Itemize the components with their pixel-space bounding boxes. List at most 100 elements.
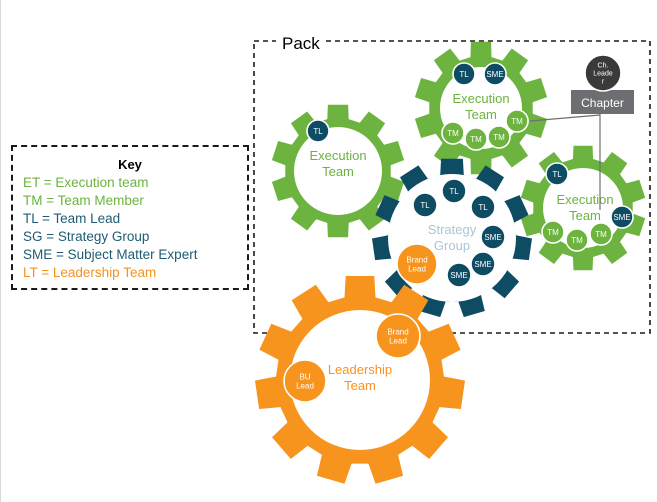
member-sme-label: SME (450, 271, 467, 280)
member-tm: TM (505, 109, 529, 133)
member-sme-circle (470, 251, 496, 277)
member-tl-circle (306, 119, 330, 143)
member-tm-label: TM (571, 236, 583, 245)
member-tl-label: TL (552, 170, 562, 179)
member-tl-label: TL (313, 127, 323, 136)
key-legend: Key ET = Execution team TM = Team Member… (11, 145, 249, 290)
member-tm-circle (505, 109, 529, 133)
member-tl-label-line: TL (313, 127, 323, 136)
member-tl-label: TL (449, 187, 459, 196)
member-tm-circle (464, 127, 488, 151)
member-tl: TL (441, 178, 467, 204)
execution-team-left-label-line: Execution (309, 148, 366, 163)
member-tm-circle (565, 228, 589, 252)
member-tm-label-line: TM (447, 129, 459, 138)
execution-team-top-label-line: Execution (452, 91, 509, 106)
brand-lead-badge-circle (396, 243, 438, 285)
member-tl-label: TL (478, 203, 488, 212)
key-entry-sg: SG = Strategy Group (23, 229, 150, 244)
member-sme-label-line: SME (486, 70, 503, 79)
member-tl-label: TL (420, 201, 430, 210)
brand-lead-badge-label-line: Lead (389, 336, 407, 345)
member-tm: TM (589, 222, 613, 246)
member-sme: SME (446, 262, 472, 288)
key-entry-tl: TL = Team Lead (23, 211, 121, 226)
bu-lead-badge-label-line: BU (299, 372, 310, 381)
member-tm-label-line: TM (571, 236, 583, 245)
chapter-leader-badge-label-line: r (602, 78, 605, 85)
key-entry-et: ET = Execution team (23, 175, 149, 190)
member-tm-circle (541, 220, 565, 244)
member-sme-circle (480, 224, 506, 250)
execution-team-right-label-line: Execution (556, 192, 613, 207)
execution-team-top-label-line: Team (465, 107, 497, 122)
left-edge-line (0, 0, 1, 502)
member-tm-label: TM (470, 135, 482, 144)
brand-lead-badge-label-line: Brand (387, 327, 408, 336)
member-sme-label-line: SME (450, 271, 467, 280)
member-tl-label-line: TL (478, 203, 488, 212)
member-tl-label-line: TL (459, 70, 469, 79)
chapter-box-bg (571, 90, 634, 114)
chapter-leader-badge-circle (584, 54, 622, 92)
strategy-group-label-line: Strategy (428, 222, 477, 237)
pack-label: Pack (276, 34, 326, 54)
chapter-leader-badge-label-line: Ch. (598, 62, 609, 69)
chapter-label: Chapter (581, 96, 624, 110)
chapter-connector (529, 114, 601, 122)
member-tm: TM (565, 228, 589, 252)
execution-team-left-gear-center (294, 127, 382, 215)
member-sme: SME (483, 62, 507, 86)
member-tm-label-line: TM (547, 228, 559, 237)
member-tl-label: TL (459, 70, 469, 79)
member-sme-label-line: SME (474, 260, 491, 269)
member-tl-circle (470, 194, 496, 220)
member-tm-circle (487, 125, 511, 149)
member-tm-label: TM (493, 133, 505, 142)
member-tl-label-line: TL (449, 187, 459, 196)
member-tm-circle (589, 222, 613, 246)
chapter-label-line: Chapter (581, 96, 624, 110)
member-tm-label-line: TM (470, 135, 482, 144)
member-sme-label-line: SME (484, 233, 501, 242)
member-sme-label: SME (486, 70, 503, 79)
execution-team-left-gear (271, 104, 405, 238)
key-title: Key (118, 157, 142, 172)
member-sme: SME (610, 205, 634, 229)
member-tm-label: TM (547, 228, 559, 237)
key-entry-lt: LT = Leadership Team (23, 265, 157, 280)
bu-lead-badge-label-line: Lead (296, 381, 314, 390)
leadership-team-label-line: Leadership (328, 362, 392, 377)
member-sme-label: SME (474, 260, 491, 269)
member-tm-label-line: TM (595, 230, 607, 239)
member-sme-circle (483, 62, 507, 86)
execution-team-left-label-line: Team (322, 164, 354, 179)
key-entry-tm: TM = Team Member (23, 193, 144, 208)
member-tm-label: TM (447, 129, 459, 138)
member-tm: TM (464, 127, 488, 151)
member-sme-circle (446, 262, 472, 288)
execution-team-right-label-line: Team (569, 208, 601, 223)
member-tl: TL (545, 162, 569, 186)
brand-lead-badge-circle (375, 313, 421, 359)
member-sme: SME (480, 224, 506, 250)
member-tl: TL (306, 119, 330, 143)
member-tl: TL (452, 62, 476, 86)
member-tl-circle (441, 178, 467, 204)
member-tm-label: TM (595, 230, 607, 239)
member-sme-circle (610, 205, 634, 229)
member-tl-circle (545, 162, 569, 186)
member-tm-label: TM (511, 117, 523, 126)
